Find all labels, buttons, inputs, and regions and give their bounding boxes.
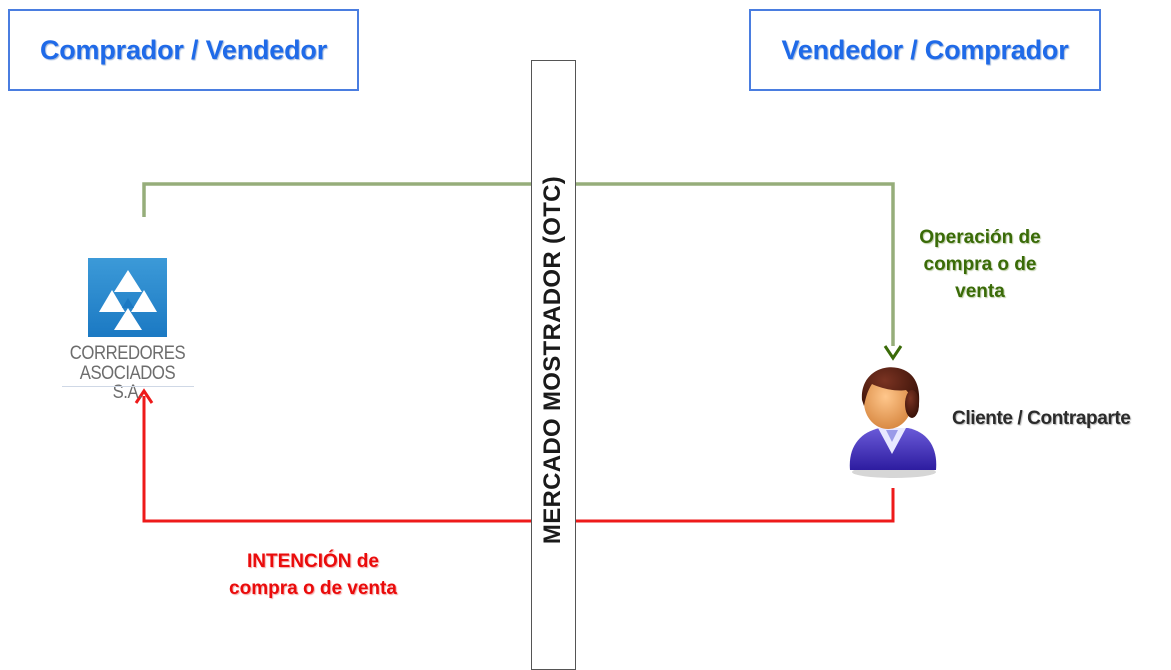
operation-label: Operación de compra o de venta	[896, 224, 1064, 305]
logo-underline	[62, 386, 194, 387]
operation-flow-arrowhead	[883, 345, 903, 361]
seller-buyer-box: Vendedor / Comprador	[749, 9, 1101, 91]
logo-text-line2: ASOCIADOS S.A.	[79, 363, 176, 403]
person-icon	[840, 362, 944, 480]
seller-buyer-label: Vendedor / Comprador	[781, 34, 1069, 65]
triangles-logo-icon	[88, 258, 167, 337]
operation-label-line3: venta	[955, 281, 1005, 302]
corredores-asociados-logo: CORREDORES ASOCIADOS S.A.	[60, 258, 195, 402]
client-counterpart-label: Cliente / Contraparte	[952, 408, 1131, 429]
intention-flow-arrowhead	[134, 388, 154, 404]
logo-text-line1: CORREDORES	[69, 343, 186, 364]
operation-flow-line	[142, 182, 895, 346]
intention-label-line2: compra o de venta	[229, 578, 397, 599]
operation-label-line2: compra o de	[923, 254, 1037, 275]
otc-market-label: MERCADO MOSTRADOR (OTC)	[539, 175, 566, 545]
operation-label-line1: Operación de	[919, 227, 1041, 248]
buyer-seller-label: Comprador / Vendedor	[39, 34, 328, 65]
flow-lines	[134, 182, 903, 523]
otc-market-bar	[531, 60, 576, 670]
intention-label-line1: INTENCIÓN de	[247, 551, 379, 572]
intention-flow-line	[142, 396, 895, 523]
intention-label: INTENCIÓN de compra o de venta	[196, 548, 430, 602]
buyer-seller-box: Comprador / Vendedor	[8, 9, 359, 91]
